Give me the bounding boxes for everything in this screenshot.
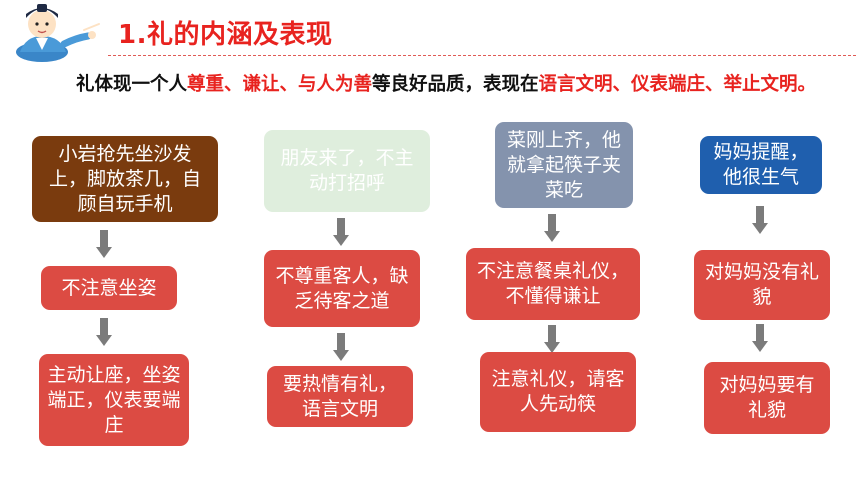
problem-box-2: 不尊重客人，缺乏待客之道 [264, 250, 420, 327]
down-arrow-icon [544, 325, 560, 355]
down-arrow-icon [333, 333, 349, 363]
problem-box-1: 不注意坐姿 [41, 266, 177, 310]
advice-box-2: 要热情有礼，语言文明 [267, 366, 413, 427]
title-divider [108, 55, 856, 56]
intro-text-1: 礼体现一个人 [76, 74, 188, 95]
intro-highlight-2: 语言文明、仪表端庄、举止文明。 [538, 74, 817, 95]
situation-box-4: 妈妈提醒，他很生气 [700, 136, 822, 194]
problem-box-4: 对妈妈没有礼貌 [694, 250, 830, 320]
scholar-mascot-illustration [16, 4, 100, 62]
situation-box-3: 菜刚上齐，他就拿起筷子夹菜吃 [495, 122, 633, 208]
advice-box-1: 主动让座，坐姿端正，仪表要端庄 [39, 354, 189, 446]
intro-paragraph: 礼体现一个人尊重、谦让、与人为善等良好品质，表现在语言文明、仪表端庄、举止文明。 [20, 72, 850, 98]
advice-box-4: 对妈妈要有礼貌 [704, 362, 830, 434]
problem-box-3: 不注意餐桌礼仪，不懂得谦让 [466, 248, 640, 320]
down-arrow-icon [544, 214, 560, 244]
down-arrow-icon [96, 318, 112, 348]
down-arrow-icon [333, 218, 349, 248]
down-arrow-icon [752, 206, 768, 236]
situation-box-2: 朋友来了，不主动打招呼 [264, 130, 430, 212]
situation-box-1: 小岩抢先坐沙发上，脚放茶几，自顾自玩手机 [32, 136, 218, 222]
intro-highlight-1: 尊重、谦让、与人为善 [187, 74, 373, 95]
advice-box-3: 注意礼仪，请客人先动筷 [480, 352, 636, 432]
intro-text-2: 等良好品质，表现在 [372, 74, 539, 95]
section-title: 1.礼的内涵及表现 [118, 20, 333, 50]
down-arrow-icon [96, 230, 112, 260]
down-arrow-icon [752, 324, 768, 354]
